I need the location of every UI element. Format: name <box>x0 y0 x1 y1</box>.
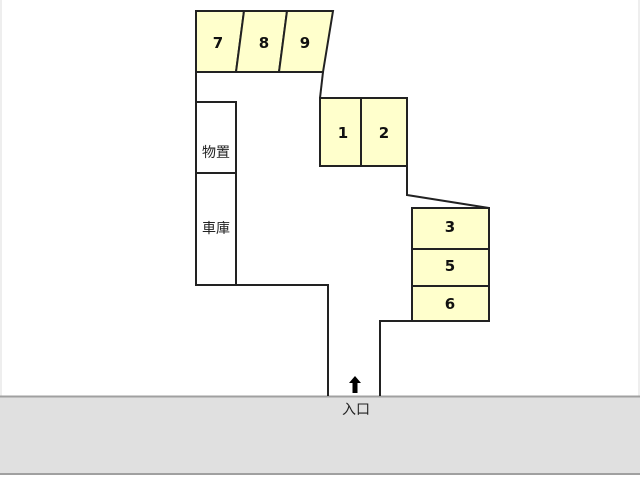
road <box>0 396 640 474</box>
lot-boundary <box>379 320 412 396</box>
arrow-up-icon <box>349 376 361 393</box>
entrance-label: 入口 <box>342 402 370 418</box>
storage-label: 物置 <box>202 145 230 161</box>
spot-label-6: 6 <box>445 295 455 313</box>
spot-label-1: 1 <box>338 124 348 142</box>
spot-label-3: 3 <box>445 218 455 236</box>
spot-label-9: 9 <box>300 34 310 52</box>
spot-label-8: 8 <box>259 34 269 52</box>
parking-spot-9[interactable] <box>277 10 335 73</box>
spot-label-5: 5 <box>445 257 455 275</box>
lot-boundary <box>319 71 324 99</box>
garage-label: 車庫 <box>202 220 230 237</box>
spot-label-2: 2 <box>379 124 389 142</box>
parking-spot-3[interactable] <box>411 207 490 250</box>
spot-label-7: 7 <box>213 34 223 52</box>
garage <box>195 172 237 286</box>
storage-shed <box>195 101 237 174</box>
parking-spot-2[interactable] <box>360 97 408 167</box>
lot-boundary <box>406 166 490 209</box>
parking-spot-6[interactable] <box>411 285 490 322</box>
